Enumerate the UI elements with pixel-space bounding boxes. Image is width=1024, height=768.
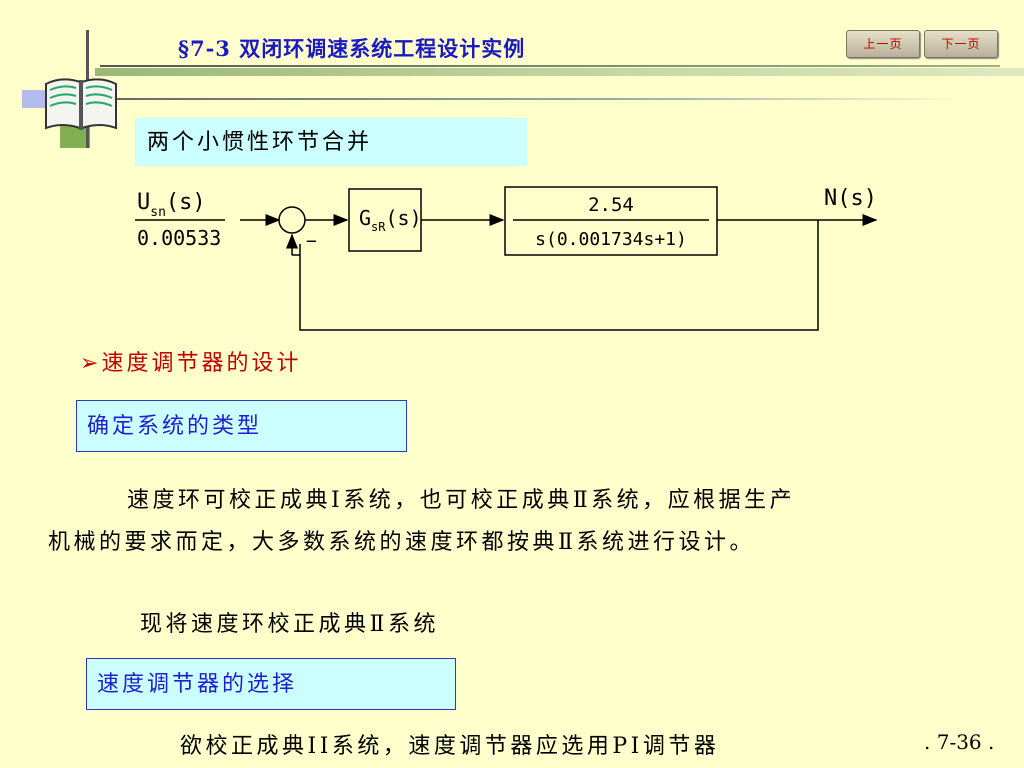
paragraph-3: 欲校正成典ⅠⅠ系统，速度调节器应选用PI调节器 — [180, 734, 720, 759]
controller-label: GsR(s) — [359, 206, 422, 234]
output-label: N(s) — [824, 186, 877, 211]
input-label: Usn(s) — [137, 190, 206, 220]
page-number: . 7-36 . — [924, 730, 995, 754]
header-band — [95, 68, 1024, 76]
subtitle-box: 两个小惯性环节合并 — [135, 118, 527, 166]
section-heading: ➢速度调节器的设计 — [80, 351, 302, 376]
header-rule-top — [100, 65, 1000, 67]
plant-denominator: s(0.001734s+1) — [535, 229, 687, 250]
prev-page-button[interactable]: 上一页 — [846, 30, 920, 58]
regulator-selection-box: 速度调节器的选择 — [86, 658, 456, 710]
open-book-icon — [45, 78, 117, 130]
minus-sign: − — [306, 231, 317, 252]
input-denominator: 0.00533 — [137, 226, 221, 250]
next-page-button[interactable]: 下一页 — [924, 30, 998, 58]
bullet-arrow-icon: ➢ — [80, 351, 102, 376]
system-type-box: 确定系统的类型 — [76, 400, 407, 452]
paragraph-line-2: 机械的要求而定，大多数系统的速度环都按典Ⅱ系统进行设计。 — [48, 530, 755, 555]
header-rule-bottom — [100, 98, 970, 100]
paragraph-line-1: 速度环可校正成典Ⅰ系统，也可校正成典Ⅱ系统，应根据生产 — [127, 488, 796, 513]
block-diagram: Usn(s) 0.00533 − GsR(s) 2.54 s(0.001734s… — [135, 186, 878, 331]
slide-title: §7-3 双闭环调速系统工程设计实例 — [178, 36, 526, 61]
plant-block — [504, 186, 718, 256]
summing-junction — [278, 206, 306, 234]
paragraph-2: 现将速度环校正成典Ⅱ系统 — [140, 612, 439, 637]
feedback-path — [299, 220, 819, 331]
plant-numerator: 2.54 — [588, 194, 634, 216]
